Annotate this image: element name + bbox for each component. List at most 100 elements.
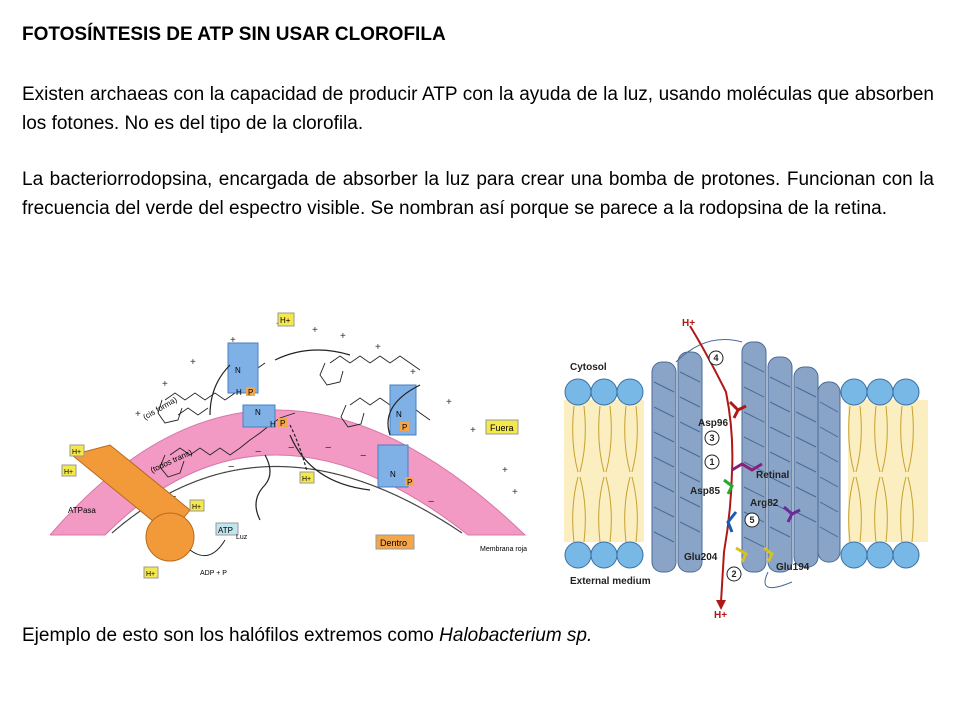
n-label: N [235,366,241,375]
glu194-residue [763,546,774,563]
glu194-label: Glu194 [776,562,810,573]
minus-sign: − [255,446,261,458]
minus-sign: − [228,461,234,473]
asp85-label: Asp85 [690,486,720,497]
plus-sign: + [502,465,508,476]
p-label: P [280,419,285,428]
loop [675,339,743,363]
plus-sign: + [230,335,236,346]
lysine-box [242,404,276,428]
footer-prefix: Ejemplo de esto son los halófilos extrem… [22,625,440,646]
minus-sign: − [288,442,294,454]
retinal-ring [340,404,365,428]
step-circle [704,454,720,470]
h-plus-label: H+ [72,449,81,456]
helix [677,351,703,573]
h-plus-top-label: H+ [682,318,695,329]
h-plus-label: H+ [64,469,73,476]
h-plus-label: H+ [192,504,201,511]
p-label: P [248,388,253,397]
luz-label: Luz [236,534,248,541]
dentro-box [375,534,415,550]
blue-residue [726,511,738,533]
p-label: P [402,423,407,432]
plus-sign: + [512,487,518,498]
n-label: N [255,408,261,417]
arg82-label: Arg82 [750,498,779,509]
glu204-residue [735,546,748,563]
figure-bacteriorhodopsin: 4 3 1 5 2 Cytosol External medium H+ H+ … [556,312,942,620]
retinal-chain-cis [177,407,209,416]
plus-sign: + [190,357,196,368]
minus-sign: − [360,450,366,462]
atpase-label: ATPasa [68,506,96,515]
step-circle [708,350,724,366]
membrane-arc [50,409,527,536]
dentro-label: Dentro [380,538,407,548]
h-plus-box [277,312,295,327]
loop [764,571,793,589]
h-label: H [270,420,276,429]
h-plus-label: H+ [302,476,311,483]
p-label: P [407,478,412,487]
h-plus-box [299,471,315,484]
step-1-label: 1 [709,457,714,467]
n-label: N [390,470,396,479]
footer-example: Ejemplo de esto son los halófilos extrem… [22,625,592,647]
plus-sign: + [410,367,416,378]
glu204-label: Glu204 [684,552,718,563]
helix [817,381,841,563]
plus-sign: + [312,325,318,336]
helix [651,361,677,573]
fuera-label: Fuera [490,423,514,433]
step-circle [704,430,720,446]
minus-sign: − [428,496,434,508]
h-label: H [236,388,242,397]
adp-label: ADP + P [200,570,227,577]
retinal-residue [731,462,763,472]
retinal-chain-top [329,355,421,371]
cis-label: (cis forma) [142,395,180,422]
step-2-label: 2 [731,569,736,579]
plus-sign: + [470,425,476,436]
arg82-residue [783,505,801,523]
plus-sign: + [446,397,452,408]
lipid-bilayer-left [564,378,644,569]
step-4-label: 4 [713,353,718,363]
h-plus-label: H+ [146,571,155,578]
lysine-box [227,342,259,394]
plus-sign: + [162,379,168,390]
lysine-box [377,444,409,488]
retinal-ring [159,454,185,478]
h-plus-label: H+ [280,316,291,325]
lipid-bilayer-right [840,378,928,569]
paragraph-archaea: Existen archaeas con la capacidad de pro… [22,84,934,134]
step-circle [726,566,742,582]
step-circle [744,512,760,528]
n-label: N [396,410,402,419]
page-title: FOTOSÍNTESIS DE ATP SIN USAR CLOROFILA [22,24,446,45]
step-5-label: 5 [749,515,754,525]
cycle-arrow [387,384,421,436]
figure-purple-membrane: + + + + + + + + + + + + + − − − − − − − … [50,312,527,579]
plus-sign: + [375,342,381,353]
cytosol-label: Cytosol [570,362,607,373]
species-name: Halobacterium sp. [439,625,593,646]
step-3-label: 3 [709,433,714,443]
atp-box [215,522,239,536]
plus-sign: + [135,409,141,420]
fuera-box [485,419,519,435]
atp-arrow [189,539,226,557]
asp96-label: Asp96 [698,418,728,429]
asp96-residue [728,400,747,419]
atpase-head [145,512,195,562]
cycle-arrow [274,349,351,361]
minus-sign: − [325,442,331,454]
helix [767,356,793,573]
atp-label: ATP [218,526,233,535]
external-medium-label: External medium [570,576,651,587]
plus-sign: + [340,331,346,342]
cycle-arrow [289,434,371,491]
retinal-label: Retinal [756,470,790,481]
membrane-label: Membrana roja [480,546,527,553]
